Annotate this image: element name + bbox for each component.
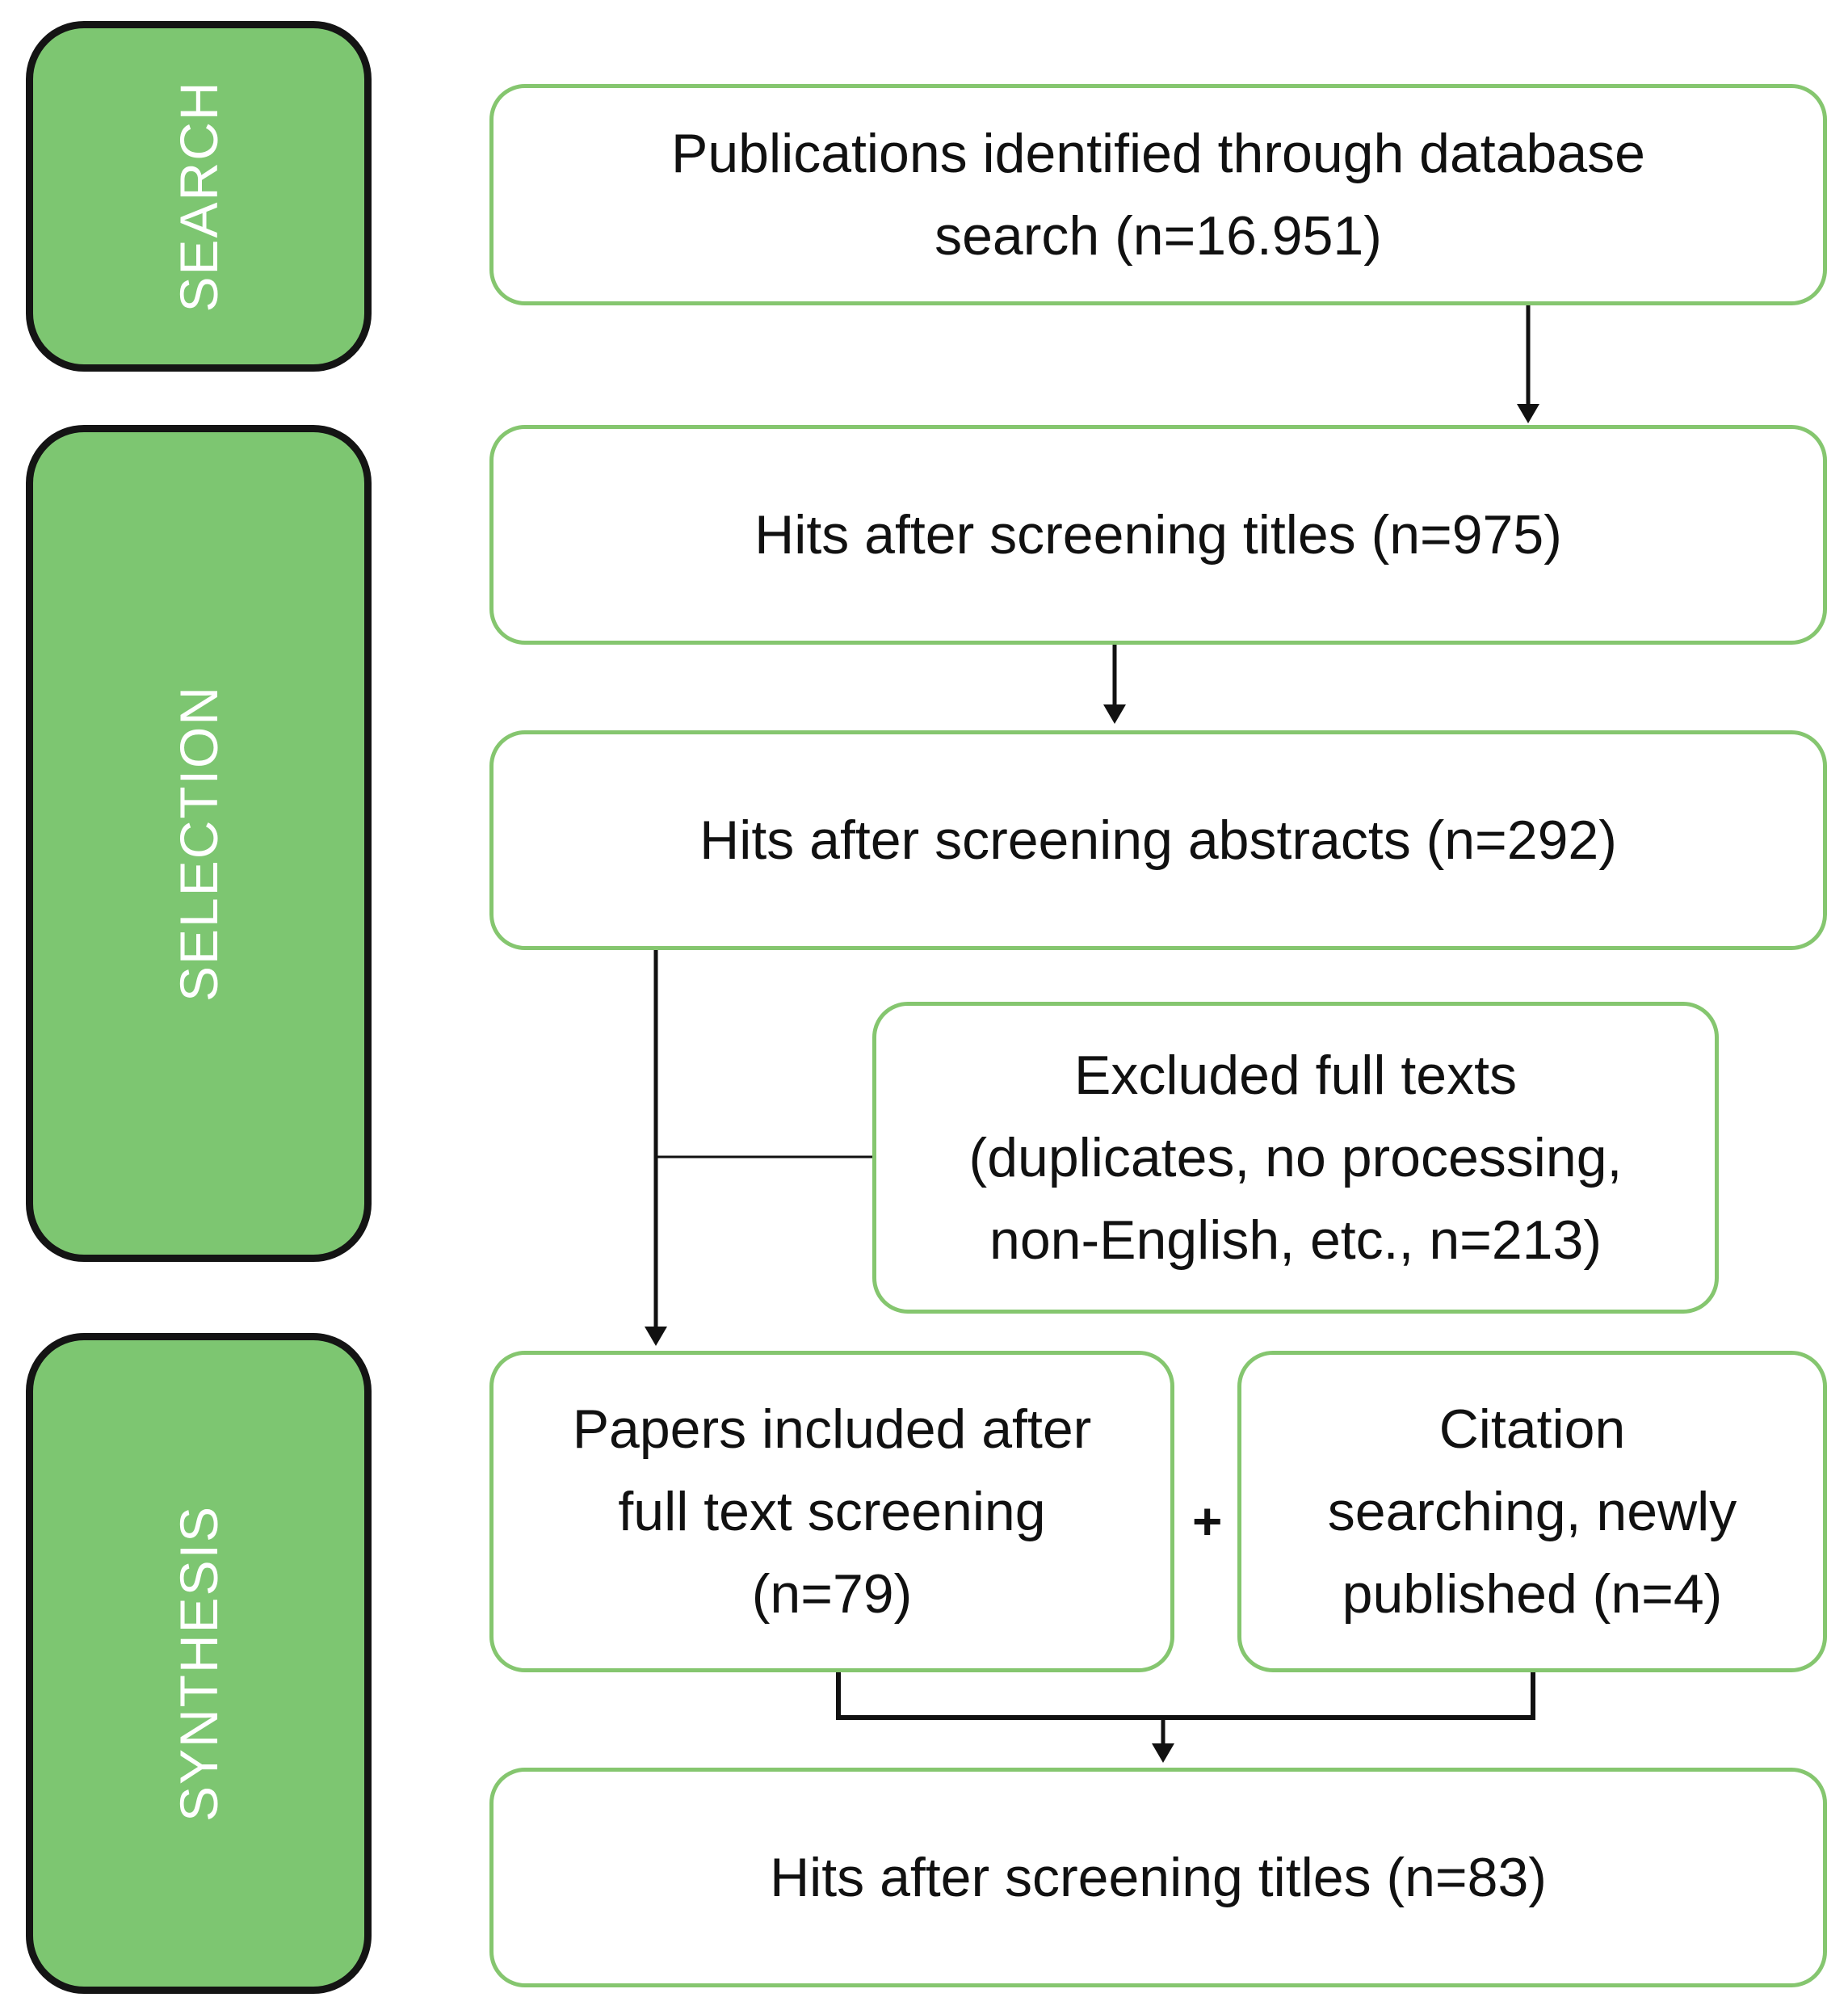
box-identified-text: Publications identified through database… [671, 123, 1645, 267]
stage-search: SEARCH [26, 21, 372, 372]
plus-sign: + [1192, 1492, 1223, 1550]
box-titles-screened: Hits after screening titles (n=975) [489, 425, 1827, 645]
box-excluded-text: Excluded full texts (duplicates, no proc… [968, 1045, 1623, 1271]
box-fulltext-included: Papers included after full text screenin… [489, 1351, 1174, 1672]
box-citation-search-text: Citation searching, newly published (n=4… [1327, 1398, 1737, 1625]
box-final: Hits after screening titles (n=83) [489, 1768, 1827, 1987]
box-citation-search: Citation searching, newly published (n=4… [1237, 1351, 1827, 1672]
box-excluded: Excluded full texts (duplicates, no proc… [872, 1002, 1719, 1314]
box-fulltext-included-text: Papers included after full text screenin… [572, 1398, 1092, 1625]
box-identified: Publications identified through database… [489, 84, 1827, 305]
arrowhead-abstracts-to-fulltext [645, 1327, 667, 1346]
arrowhead-merge-to-final [1152, 1743, 1174, 1763]
stage-selection: SELECTION [26, 425, 372, 1262]
arrowhead-identified-to-titles [1517, 404, 1539, 423]
box-abstracts-screened: Hits after screening abstracts (n=292) [489, 730, 1827, 950]
arrowhead-titles-to-abstracts [1103, 704, 1126, 724]
stage-synthesis: SYNTHESIS [26, 1333, 372, 1994]
box-titles-screened-text: Hits after screening titles (n=975) [754, 504, 1562, 566]
box-abstracts-screened-text: Hits after screening abstracts (n=292) [699, 809, 1617, 871]
merge-to-final [836, 1672, 1535, 1720]
box-final-text: Hits after screening titles (n=83) [770, 1847, 1547, 1908]
